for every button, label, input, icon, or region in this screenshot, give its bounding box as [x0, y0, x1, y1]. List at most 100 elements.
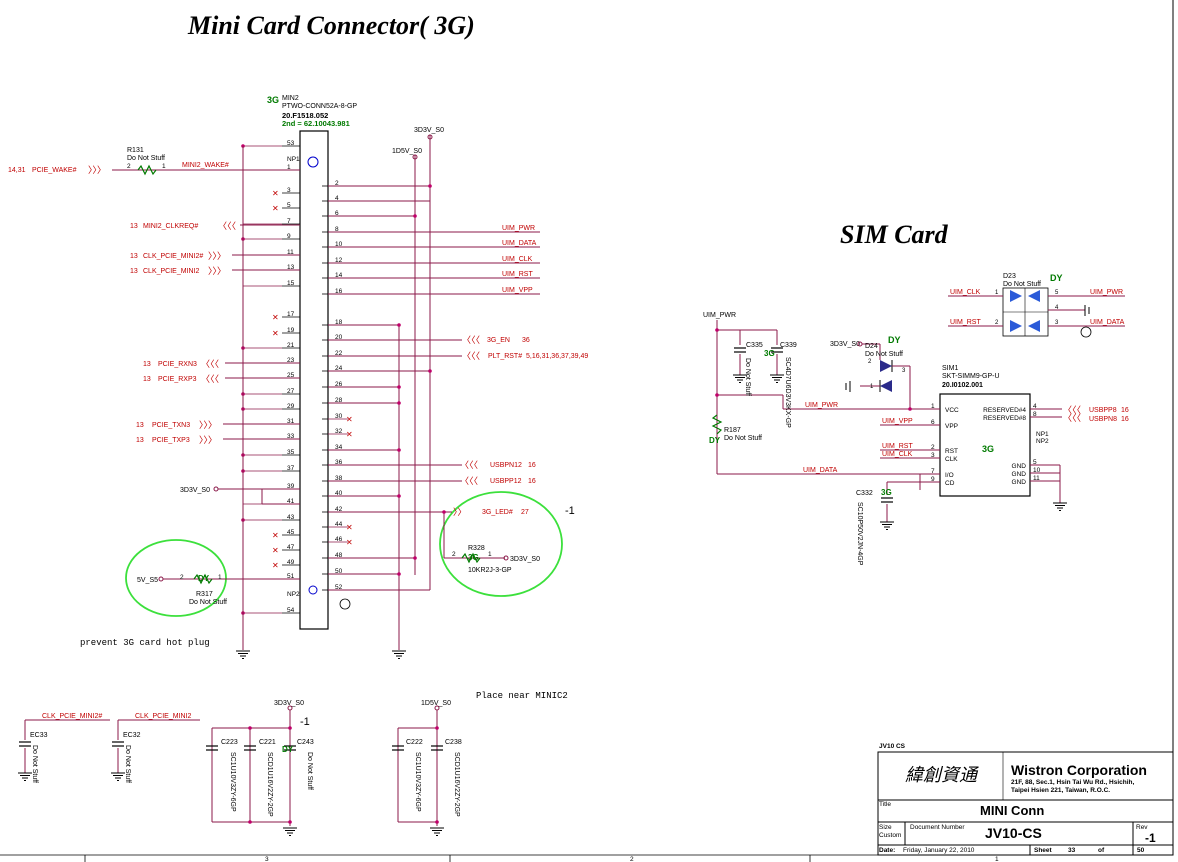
svg-text:3: 3 [902, 368, 906, 374]
connector-left-pin: 25 [287, 372, 295, 379]
connector-tag: 3G [267, 95, 279, 105]
tb-date: Friday, January 22, 2010 [903, 847, 975, 854]
tb-address2: Taipei Hsien 221, Taiwan, R.O.C. [1011, 787, 1110, 794]
tb-rev: -1 [1145, 831, 1156, 845]
clkp-net: CLK_PCIE_MINI2 [143, 268, 200, 275]
connector-left-pin: 53 [287, 140, 295, 147]
sim-left-pin-name: CD [945, 480, 955, 487]
svg-text:✕: ✕ [346, 430, 353, 439]
sim-left-pin-name: VPP [945, 423, 958, 430]
r317-ref: R317 [196, 591, 213, 598]
connector-right-pin: 50 [335, 568, 343, 575]
connector-left-pin: 31 [287, 418, 295, 425]
sim-right-pin-name: GND [1012, 471, 1027, 478]
c221-ref: C221 [259, 739, 276, 746]
uim-vpp-left: UIM_VPP [502, 287, 533, 294]
svg-text:1: 1 [870, 384, 874, 390]
sim-right-pin-num: 5 [1033, 459, 1037, 466]
connector-right-pin: 30 [335, 413, 343, 420]
connector-left-pin: 11 [287, 249, 294, 256]
connector-left-pin: 19 [287, 327, 295, 334]
rxn-ref: 13 [143, 361, 151, 368]
sim-left-pin-name: VCC [945, 407, 959, 414]
connector-right-pin: 42 [335, 506, 343, 513]
svg-text:3: 3 [1055, 320, 1059, 326]
en-net: 3G_EN [487, 337, 510, 344]
c223-value: SC1U10V3ZY-6GP [229, 752, 236, 812]
connector-right-pin: 14 [335, 272, 343, 279]
sim-uim-clk: UIM_CLK [882, 451, 913, 458]
c221-value: SCD1U16V2ZY-2GP [266, 752, 273, 817]
connector-left-pin: 45 [287, 529, 295, 536]
svg-text:〉〉: 〉〉 [453, 507, 467, 517]
tb-docnum-label: Document Number [910, 824, 965, 831]
tb-title-label: Title [879, 801, 891, 808]
usbpp12-ref: 16 [528, 478, 536, 485]
highlight-circle-right [439, 491, 563, 597]
rxn-net: PCIE_RXN3 [158, 361, 197, 368]
txn-ref: 13 [136, 422, 144, 429]
sim-left-pin-num: 1 [931, 403, 935, 410]
svg-text:〈〈〈: 〈〈〈 [460, 460, 478, 470]
connector-right-pin: 32 [335, 428, 343, 435]
r328-p2: 2 [452, 551, 456, 558]
connector-right-pin: 16 [335, 288, 343, 295]
connector-right-pin: 2 [335, 180, 339, 187]
c335-note: Do Not Stuff [744, 358, 751, 396]
r317-hotplug: 5V_S5 DY 2 1 R317 Do Not Stuff [125, 539, 300, 617]
clkreq-ref: 13 [130, 223, 138, 230]
svg-text:✕: ✕ [272, 561, 279, 570]
connector-right-pin: 20 [335, 334, 343, 341]
d23-ref: D23 [1003, 273, 1016, 280]
c243-note: Do Not Stuff [306, 752, 313, 790]
tb-chinese: 緯創資通 [905, 765, 979, 786]
clkn-ref: 13 [130, 253, 138, 260]
connector-left-pin: 23 [287, 357, 295, 364]
connector-right-pin: 34 [335, 444, 343, 451]
sim-right-pin-name: NP2 [1036, 438, 1049, 445]
connector-left-pin: 27 [287, 388, 295, 395]
sim-pn: 20.I0102.001 [942, 382, 983, 389]
sim-right-pins: 4RESERVED#48RESERVED#8NP1NP25GND10GND11G… [983, 403, 1049, 486]
tb-sheet-label: Sheet [1034, 847, 1053, 854]
r317-p2: 2 [180, 574, 184, 581]
sim-right-pin-name: GND [1012, 463, 1027, 470]
svg-text:〉〉〉: 〉〉〉 [199, 435, 217, 445]
svg-text:〈〈〈: 〈〈〈 [201, 374, 219, 384]
d23-uim-clk: UIM_CLK [950, 289, 981, 296]
d24-ref: D24 [865, 343, 878, 350]
sim-body [939, 393, 1031, 497]
d23-uim-rst: UIM_RST [950, 319, 981, 326]
svg-text:〈〈〈: 〈〈〈 [460, 476, 478, 486]
ec32-ref: EC32 [123, 732, 141, 739]
connector-left-pin: 21 [287, 342, 295, 349]
c243-tag: DY [282, 745, 294, 754]
ec32-net: CLK_PCIE_MINI2 [135, 713, 192, 720]
ec33-ref: EC33 [30, 732, 48, 739]
c238-ref: C238 [445, 739, 462, 746]
clkp-ref: 13 [130, 268, 138, 275]
c339-value: SC4D7U6D3V3KX-GP [784, 357, 791, 428]
ec32-note: Do Not Stuff [124, 745, 131, 783]
svg-text:〉〉〉: 〉〉〉 [88, 165, 106, 175]
connector-right-pin: 26 [335, 381, 343, 388]
usbpn12-net: USBPN12 [490, 462, 522, 469]
txn-net: PCIE_TXN3 [152, 422, 190, 429]
connector-left-pin: 35 [287, 449, 295, 456]
usbpn12-ref: 16 [528, 462, 536, 469]
connector-right-pin: 18 [335, 319, 343, 326]
connector-left-pin: 17 [287, 311, 295, 318]
rev-mark-2: -1 [300, 716, 310, 728]
uim-rst-left: UIM_RST [502, 271, 533, 278]
connector-right-pin: 44 [335, 521, 343, 528]
connector-left-pin: 13 [287, 264, 295, 271]
tb-docnum: JV10-CS [985, 825, 1042, 841]
r131-p2: 2 [127, 163, 131, 170]
rail-5v: 5V_S5 [137, 577, 158, 584]
sim-left-pin-num: 2 [931, 444, 935, 451]
rev-mark-1: -1 [565, 505, 575, 517]
svg-text:✕: ✕ [272, 329, 279, 338]
d23-tag: DY [1050, 273, 1063, 283]
txp-net: PCIE_TXP3 [152, 437, 190, 444]
c332-value: SC10P50V2JN-4GP [856, 502, 863, 566]
